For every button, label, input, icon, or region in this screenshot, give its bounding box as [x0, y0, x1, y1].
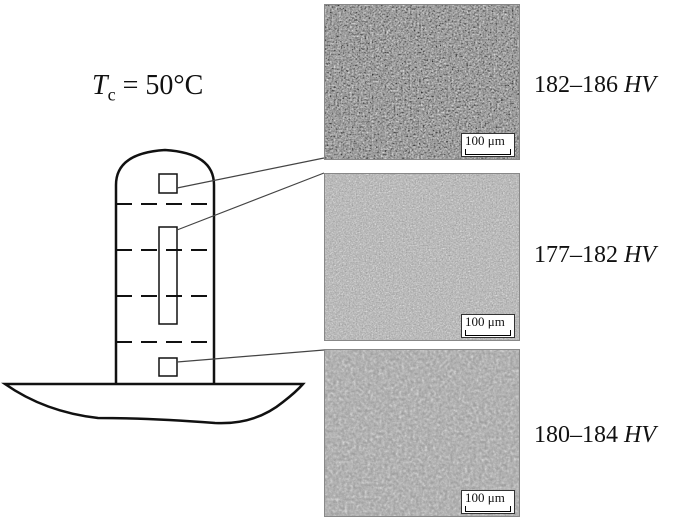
micrograph-bottom: 100 μm	[324, 349, 520, 517]
deposited-wall	[114, 148, 216, 384]
temperature-label: Tc = 50°C	[92, 70, 204, 105]
sample-window-middle	[158, 226, 178, 325]
micrograph-top: 100 μm	[324, 4, 520, 160]
scale-bar: 100 μm	[461, 133, 515, 157]
substrate-plate	[1, 382, 306, 425]
layer-boundaries	[116, 203, 214, 343]
micrograph-texture	[325, 350, 519, 516]
hardness-label-bottom: 180–184 HV	[534, 422, 656, 448]
leader-lines	[176, 157, 325, 363]
hardness-label-top: 182–186 HV	[534, 72, 656, 98]
scale-bar: 100 μm	[461, 314, 515, 338]
sample-window-top	[158, 173, 178, 194]
sample-window-bottom	[158, 357, 178, 377]
scale-bar: 100 μm	[461, 490, 515, 514]
micrograph-middle: 100 μm	[324, 173, 520, 341]
micrograph-texture	[325, 174, 519, 340]
hardness-label-middle: 177–182 HV	[534, 242, 656, 268]
